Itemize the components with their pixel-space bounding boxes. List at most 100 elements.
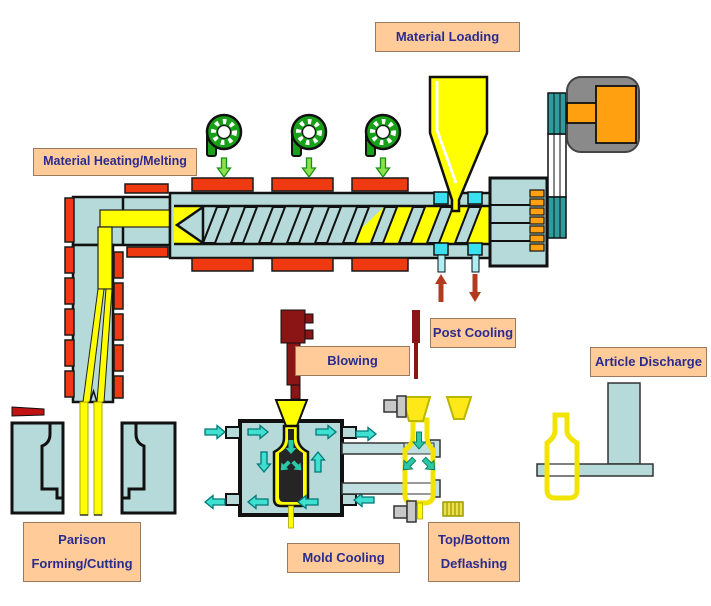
- air-flow-arrow: [375, 157, 391, 179]
- mold-cavity-left: [40, 424, 63, 500]
- finished-bottle-outline: [544, 412, 580, 501]
- parison-tail: [288, 505, 294, 529]
- blow-air-arrows: [280, 440, 302, 471]
- label-text: Top/Bottom: [438, 531, 510, 547]
- heater-band: [124, 183, 169, 194]
- label-text: Material Heating/Melting: [43, 154, 187, 169]
- heater-band: [113, 282, 124, 310]
- heater-band: [351, 257, 409, 272]
- screw-flight: [341, 206, 371, 244]
- screw-flight: [397, 206, 427, 244]
- heater-band: [191, 177, 254, 192]
- water-fitting: [467, 191, 483, 205]
- label-text: Deflashing: [440, 555, 508, 571]
- parison-wall: [93, 401, 103, 516]
- label-material-loading: Material Loading: [375, 22, 520, 52]
- screw-flight: [285, 206, 315, 244]
- open-mold-halves: [10, 421, 177, 515]
- gear-teeth: [529, 189, 545, 252]
- hopper: [428, 75, 489, 213]
- deflash-arrows: [402, 431, 436, 471]
- heater-band: [351, 177, 409, 192]
- bottle-core: [279, 429, 303, 502]
- heater-band: [113, 251, 124, 279]
- top-clamp: [383, 395, 407, 418]
- label-text: Forming/Cutting: [31, 555, 133, 571]
- label-text: Blowing: [327, 352, 378, 368]
- screw-flight: [453, 206, 483, 244]
- motor-shaft: [566, 102, 599, 124]
- label-parison-forming-cutting: Parison Forming/Cutting: [23, 522, 141, 582]
- screw-flight: [201, 206, 231, 244]
- cooling-fans: [205, 113, 402, 179]
- die-mandrel-tip: [89, 388, 98, 403]
- drive-belt: [547, 92, 567, 239]
- cooling-fan-icon: [290, 113, 328, 157]
- melt-channel: [82, 209, 177, 403]
- heater-band: [271, 177, 334, 192]
- heater-band: [64, 197, 75, 243]
- parison-wall: [79, 401, 89, 516]
- air-flow-arrow: [216, 157, 232, 179]
- water-pipe: [437, 254, 446, 273]
- label-text: Post Cooling: [432, 324, 514, 340]
- heater-band: [64, 370, 75, 398]
- heater-band: [126, 246, 169, 258]
- bottom-flash-tail: [417, 502, 423, 520]
- hopper-highlight: [435, 81, 458, 184]
- label-top-bottom-deflashing: Top/Bottom Deflashing: [428, 522, 520, 582]
- label-material-heating-melting: Material Heating/Melting: [33, 148, 197, 176]
- cooling-fan-icon: [364, 113, 402, 157]
- screw-flight: [229, 206, 259, 244]
- label-article-discharge: Article Discharge: [590, 347, 707, 377]
- water-pipe: [471, 254, 480, 273]
- water-fitting: [467, 242, 483, 256]
- screw-flight: [369, 206, 399, 244]
- drive-motor: [566, 76, 640, 153]
- heater-band: [271, 257, 334, 272]
- parison-knife: [11, 406, 45, 417]
- water-inlet-arrow: [435, 274, 447, 302]
- cooling-water-arrows: [203, 424, 378, 510]
- water-outlet-arrow: [469, 274, 481, 302]
- feed-throat-cooling: [433, 191, 483, 302]
- removed-top-flash: [445, 396, 473, 420]
- screw-flight: [257, 206, 287, 244]
- motor-body: [595, 85, 637, 144]
- heater-band: [113, 313, 124, 341]
- discharge-station: [536, 382, 654, 501]
- water-fitting: [433, 191, 449, 205]
- cooling-fan-icon: [205, 113, 243, 157]
- removed-bottom-flash: [442, 501, 464, 517]
- mold-half-left: [10, 421, 65, 515]
- label-mold-cooling: Mold Cooling: [287, 543, 400, 573]
- post-cooling-pin: [412, 310, 420, 379]
- heater-band: [113, 344, 124, 372]
- label-text: Article Discharge: [595, 353, 702, 369]
- label-text: Parison: [58, 531, 106, 547]
- finished-bottle-body: [547, 415, 577, 498]
- heater-band: [64, 246, 75, 274]
- heater-band: [113, 375, 124, 399]
- cutting-knife-icon: [11, 406, 45, 417]
- heater-band: [64, 339, 75, 367]
- mold-half-right: [120, 421, 177, 515]
- label-text: Mold Cooling: [302, 549, 385, 565]
- bottom-clamp: [393, 500, 417, 523]
- heater-band: [191, 257, 254, 272]
- blow-mold-station: [203, 399, 378, 529]
- heater-band: [64, 277, 75, 305]
- air-flow-arrow: [301, 157, 317, 179]
- heater-bands: [64, 177, 409, 399]
- label-blowing: Blowing: [295, 346, 410, 376]
- mold-cavity-right: [122, 424, 146, 500]
- label-text: Material Loading: [395, 28, 500, 44]
- parison: [79, 401, 103, 516]
- label-post-cooling: Post Cooling: [430, 318, 516, 348]
- gearbox: [488, 176, 549, 268]
- water-stubs: [225, 426, 357, 506]
- screw-tip: [174, 204, 205, 246]
- extruder-screw: [174, 204, 483, 246]
